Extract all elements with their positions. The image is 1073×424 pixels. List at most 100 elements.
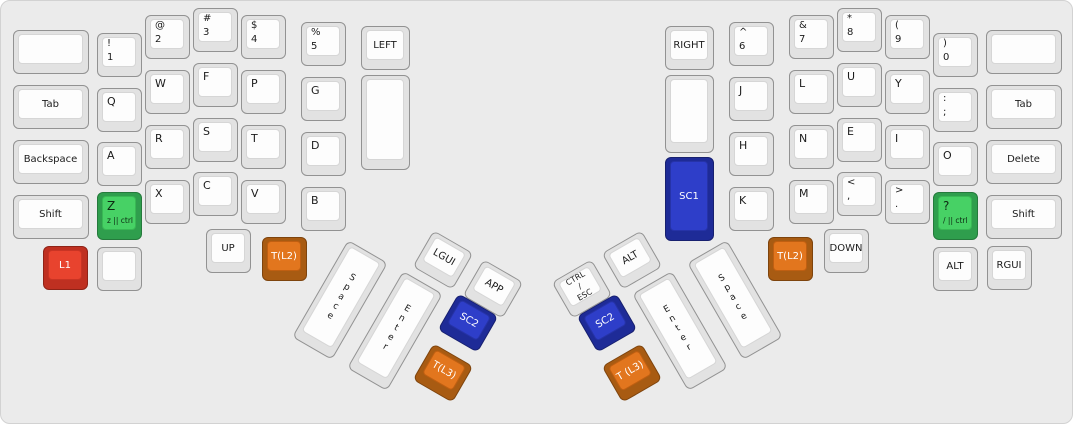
key-v[interactable]: V xyxy=(241,180,286,224)
key-slash-ctrl[interactable]: ?/ || ctrl xyxy=(933,192,978,240)
keycap-face: D xyxy=(306,136,340,166)
key-y[interactable]: Y xyxy=(885,70,930,114)
key-label: N xyxy=(799,132,808,145)
key-f[interactable]: F xyxy=(193,63,238,107)
key-left-arrow[interactable]: LEFT xyxy=(361,26,410,70)
key-delete[interactable]: Delete xyxy=(986,140,1062,184)
key-x[interactable]: X xyxy=(145,180,190,224)
key-label: ( xyxy=(895,20,899,31)
key-backspace[interactable]: Backspace xyxy=(13,140,89,184)
key-a[interactable]: A xyxy=(97,142,142,186)
key-rgui[interactable]: RGUI xyxy=(987,246,1032,290)
key-label: Shift xyxy=(39,208,62,220)
key-n[interactable]: N xyxy=(789,125,834,169)
keycap-face: !1 xyxy=(102,37,136,67)
key-label: & xyxy=(799,20,807,31)
keycap-face: (9 xyxy=(890,19,924,49)
key-shift-left[interactable]: Shift xyxy=(13,195,89,239)
key-label: U xyxy=(847,70,856,83)
key-g[interactable]: G xyxy=(301,77,346,121)
key-blank-right-outer-top[interactable] xyxy=(986,30,1062,74)
key-b[interactable]: B xyxy=(301,187,346,231)
key-tab-left[interactable]: Tab xyxy=(13,85,89,129)
key-num-4[interactable]: $4 xyxy=(241,15,286,59)
keycap-face xyxy=(991,34,1056,64)
key-up[interactable]: UP xyxy=(206,229,251,273)
key-i[interactable]: I xyxy=(885,125,930,169)
key-label: 6 xyxy=(739,41,746,52)
key-label: M xyxy=(799,187,809,200)
key-label: SC2 xyxy=(457,310,481,330)
key-label: X xyxy=(155,187,163,200)
key-num-3[interactable]: #3 xyxy=(193,8,238,52)
key-comma[interactable]: <, xyxy=(837,172,882,216)
key-c[interactable]: C xyxy=(193,172,238,216)
key-w[interactable]: W xyxy=(145,70,190,114)
key-layer-l1[interactable]: L1 xyxy=(43,246,88,290)
key-label: P xyxy=(251,77,258,90)
key-down[interactable]: DOWN xyxy=(824,229,869,273)
key-label: / || ctrl xyxy=(943,216,968,225)
key-label: @ xyxy=(155,20,165,31)
key-num-9[interactable]: (9 xyxy=(885,15,930,59)
key-tab-right[interactable]: Tab xyxy=(986,85,1062,129)
key-e[interactable]: E xyxy=(837,118,882,162)
keycap-face: #3 xyxy=(198,12,232,42)
key-h[interactable]: H xyxy=(729,132,774,176)
key-s[interactable]: S xyxy=(193,118,238,162)
key-blank-left-bottom[interactable] xyxy=(97,247,142,291)
key-label: ALT xyxy=(946,260,964,272)
key-num-1[interactable]: !1 xyxy=(97,33,142,77)
key-d[interactable]: D xyxy=(301,132,346,176)
key-blank-right-inner-tall[interactable] xyxy=(665,75,714,153)
key-label: 2 xyxy=(155,34,162,45)
keycap-face xyxy=(102,251,136,281)
keycap-face: I xyxy=(890,129,924,159)
key-t-l3-left[interactable]: T(L3) xyxy=(412,343,474,403)
key-period[interactable]: >. xyxy=(885,180,930,224)
key-num-0[interactable]: )0 xyxy=(933,33,978,77)
keycap-face: P xyxy=(246,74,280,104)
key-t-l3-right[interactable]: T (L3) xyxy=(601,343,663,403)
key-p[interactable]: P xyxy=(241,70,286,114)
keycap-face: $4 xyxy=(246,19,280,49)
key-label: Space xyxy=(322,270,360,324)
key-o[interactable]: O xyxy=(933,142,978,186)
key-sc1[interactable]: SC1 xyxy=(665,157,714,241)
key-label: Backspace xyxy=(23,153,78,165)
key-num-2[interactable]: @2 xyxy=(145,15,190,59)
keycap-face: N xyxy=(794,129,828,159)
key-label: CTRL xyxy=(564,269,587,288)
key-t-l2-right[interactable]: T(L2) xyxy=(768,237,813,281)
key-num-6[interactable]: ^6 xyxy=(729,22,774,66)
key-t[interactable]: T xyxy=(241,125,286,169)
key-label: LGUI xyxy=(431,246,458,268)
keycap-face: RIGHT xyxy=(670,30,708,60)
key-num-7[interactable]: &7 xyxy=(789,15,834,59)
key-l[interactable]: L xyxy=(789,70,834,114)
key-m[interactable]: M xyxy=(789,180,834,224)
key-label: ^ xyxy=(739,27,748,38)
key-t-l2-left[interactable]: T(L2) xyxy=(262,237,307,281)
key-r[interactable]: R xyxy=(145,125,190,169)
key-j[interactable]: J xyxy=(729,77,774,121)
key-num-8[interactable]: *8 xyxy=(837,8,882,52)
key-label: S xyxy=(203,125,210,138)
key-blank-left-inner-tall[interactable] xyxy=(361,75,410,170)
key-label: W xyxy=(155,77,166,90)
keycap-face: RGUI xyxy=(992,250,1026,280)
key-label: Space xyxy=(714,271,752,324)
key-q[interactable]: Q xyxy=(97,88,142,132)
key-num-5[interactable]: %5 xyxy=(301,22,346,66)
keycap-face: F xyxy=(198,67,232,97)
keycap-face: A xyxy=(102,146,136,176)
key-blank-left-outer-top[interactable] xyxy=(13,30,89,74)
key-k[interactable]: K xyxy=(729,187,774,231)
key-alt-right[interactable]: ALT xyxy=(933,247,978,291)
key-semicolon[interactable]: :; xyxy=(933,88,978,132)
key-right-arrow[interactable]: RIGHT xyxy=(665,26,714,70)
key-u[interactable]: U xyxy=(837,63,882,107)
key-label: T (L3) xyxy=(614,358,646,383)
key-shift-right[interactable]: Shift xyxy=(986,195,1062,239)
